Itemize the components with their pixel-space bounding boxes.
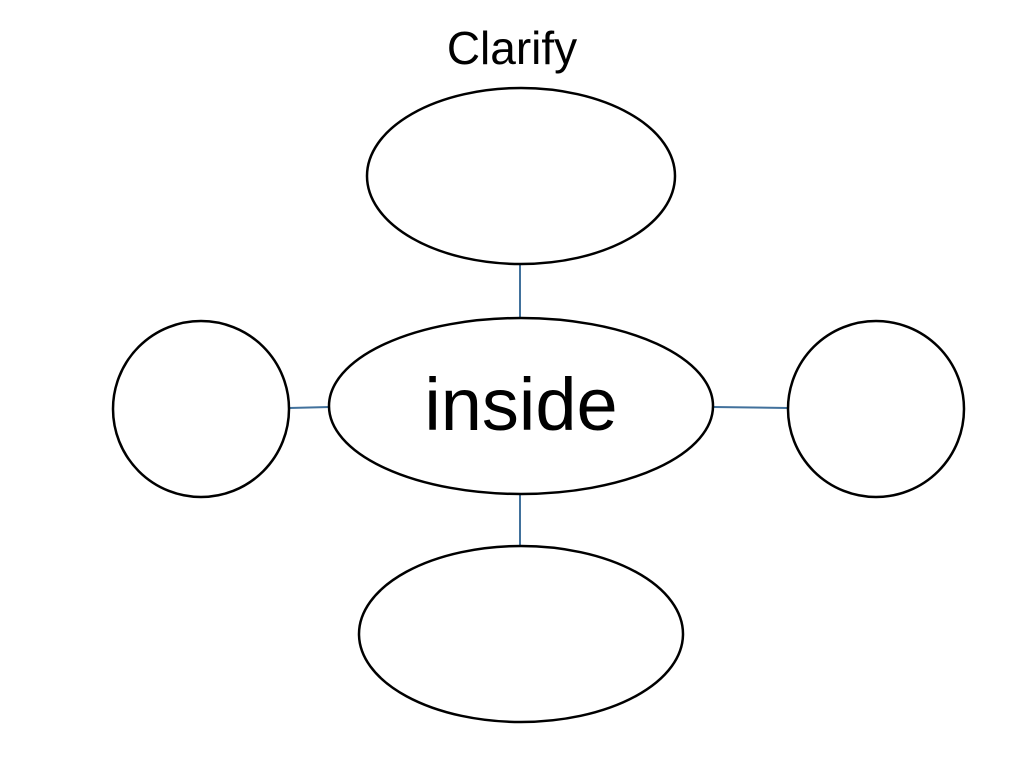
bubble-bottom <box>357 544 685 724</box>
bubble-right <box>786 319 966 499</box>
connector-right <box>712 406 789 409</box>
diagram-title: Clarify <box>446 22 578 74</box>
connector-left <box>288 406 331 409</box>
center-label: inside <box>424 363 617 446</box>
bubble-top <box>365 86 677 266</box>
bubble-left <box>111 319 291 499</box>
bubble-center <box>327 316 715 496</box>
